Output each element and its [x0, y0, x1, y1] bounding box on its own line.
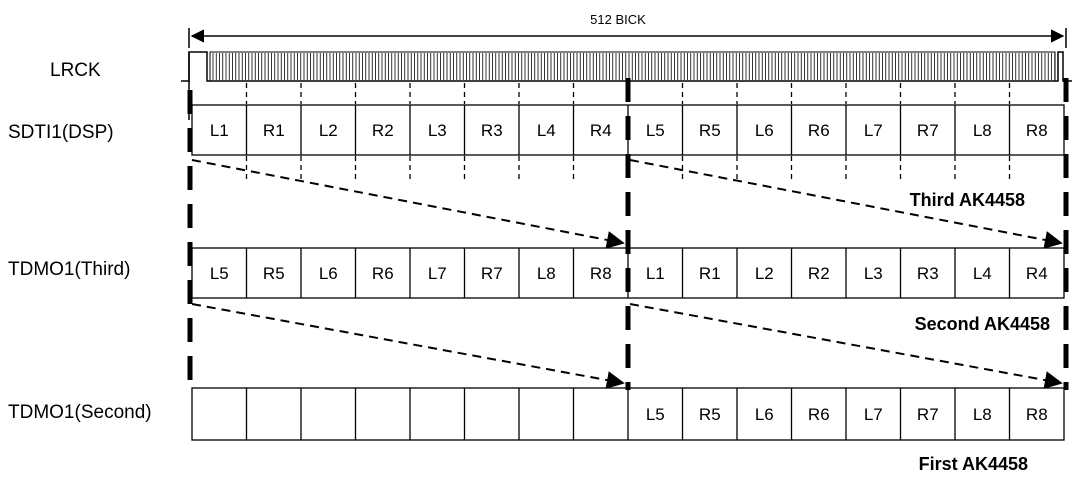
slot-label: L2	[755, 264, 774, 283]
slot-label: R1	[699, 264, 721, 283]
slot-label: L3	[428, 121, 447, 140]
tdmo-third-row: L5 R5 L6 R6 L7 R7 L8 R8 L1 R1 L2 R2 L3 R3 L4 R4	[191, 247, 1065, 299]
slot-label: R7	[917, 405, 939, 424]
bick-span: 512 BICK	[188, 12, 1067, 48]
slot-label: R8	[1026, 405, 1048, 424]
slot-label: R5	[263, 264, 285, 283]
shift-arrow-3	[191, 303, 625, 389]
lrck-label: LRCK	[50, 60, 101, 81]
bick-span-label: 512 BICK	[590, 12, 646, 27]
slot-label: R8	[1026, 121, 1048, 140]
sdti-row: L1 R1 L2 R2 L3 R3 L4 R4 L5 R5 L6 R6 L7 R7 L8 R8	[191, 104, 1065, 156]
slot-label: L8	[973, 405, 992, 424]
tdmo-second-label: TDMO1(Second)	[8, 402, 152, 423]
slot-label: L8	[973, 121, 992, 140]
slot-label: L7	[864, 405, 883, 424]
third-device-label: Third AK4458	[910, 190, 1025, 210]
slot-label: R3	[481, 121, 503, 140]
slot-label: R8	[590, 264, 612, 283]
slot-label: R2	[372, 121, 394, 140]
slot-label: L5	[646, 121, 665, 140]
slot-label: R3	[917, 264, 939, 283]
shift-arrow-1	[191, 159, 625, 249]
slot-label: R2	[808, 264, 830, 283]
frame-boundaries	[187, 78, 1069, 390]
slot-tick-marks	[245, 83, 1011, 180]
slot-label: R6	[808, 405, 830, 424]
slot-label: R1	[263, 121, 285, 140]
tdmo-second-row: L5 R5 L6 R6 L7 R7 L8 R8	[191, 387, 1065, 441]
slot-label: R4	[1026, 264, 1048, 283]
shift-arrow-4	[629, 303, 1063, 389]
slot-label: R6	[372, 264, 394, 283]
slot-label: L6	[755, 121, 774, 140]
slot-label: R5	[699, 121, 721, 140]
slot-label: R6	[808, 121, 830, 140]
slot-label: L5	[210, 264, 229, 283]
slot-label: R7	[917, 121, 939, 140]
bick-clock-ticks	[212, 53, 1056, 80]
slot-label: L8	[537, 264, 556, 283]
slot-label: L7	[864, 121, 883, 140]
slot-label: L2	[319, 121, 338, 140]
data-shift-arrows	[191, 159, 1063, 389]
tdmo-third-label: TDMO1(Third)	[8, 259, 130, 280]
sdti-label: SDTI1(DSP)	[8, 122, 114, 143]
slot-label: R4	[590, 121, 612, 140]
slot-label: L6	[755, 405, 774, 424]
second-device-label: Second AK4458	[915, 314, 1050, 334]
slot-label: L6	[319, 264, 338, 283]
slot-label: L4	[537, 121, 556, 140]
slot-label: L1	[210, 121, 229, 140]
slot-label: L1	[646, 264, 665, 283]
shift-arrow-2	[629, 159, 1063, 249]
first-device-label: First AK4458	[919, 454, 1028, 474]
slot-label: R7	[481, 264, 503, 283]
slot-label: L4	[973, 264, 992, 283]
slot-label: L5	[646, 405, 665, 424]
slot-label: L7	[428, 264, 447, 283]
slot-label: R5	[699, 405, 721, 424]
lrck-waveform	[181, 51, 1072, 120]
slot-label: L3	[864, 264, 883, 283]
